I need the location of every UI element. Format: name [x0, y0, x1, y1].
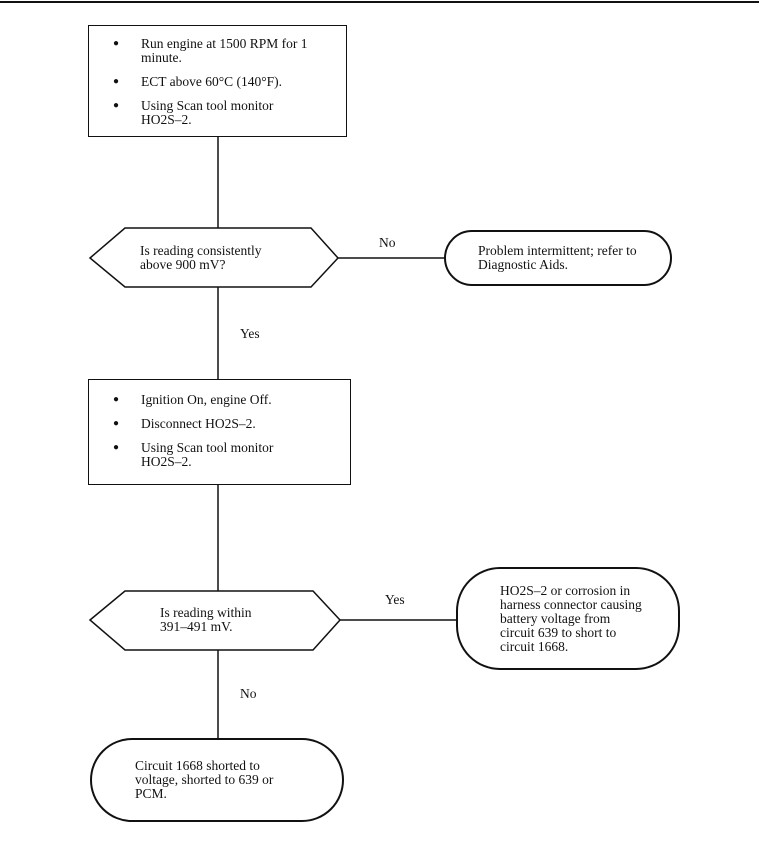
step2-list: Ignition On, engine Off. Disconnect HO2S…: [89, 393, 350, 469]
result-corrosion-terminal: HO2S–2 or corrosion in harness connector…: [456, 567, 680, 670]
step2-item: Ignition On, engine Off.: [89, 393, 350, 408]
step2-item: Disconnect HO2S–2.: [89, 417, 350, 432]
result-intermittent-text: Problem intermittent; refer to Diagnosti…: [478, 243, 637, 272]
result-short-text: Circuit 1668 shorted to voltage, shorted…: [135, 758, 274, 801]
step1-item: Run engine at 1500 RPM for 1 minute.: [89, 37, 346, 65]
step2-box: Ignition On, engine Off. Disconnect HO2S…: [88, 379, 351, 485]
result-intermittent-terminal: Problem intermittent; refer to Diagnosti…: [444, 230, 672, 286]
decision2-no-label: No: [240, 686, 257, 701]
step1-list: Run engine at 1500 RPM for 1 minute. ECT…: [89, 37, 346, 127]
step1-item: Using Scan tool monitor HO2S–2.: [89, 99, 346, 127]
step1-item: ECT above 60°C (140°F).: [89, 75, 346, 90]
step1-box: Run engine at 1500 RPM for 1 minute. ECT…: [88, 25, 347, 137]
step2-item: Using Scan tool monitor HO2S–2.: [89, 441, 350, 469]
result-short-terminal: Circuit 1668 shorted to voltage, shorted…: [90, 738, 344, 822]
decision1-text: Is reading consistently above 900 mV?: [140, 243, 262, 272]
result-corrosion-text: HO2S–2 or corrosion in harness connector…: [500, 582, 642, 654]
decision2-text: Is reading within 391–491 mV.: [160, 605, 252, 634]
decision1-yes-label: Yes: [240, 326, 260, 341]
decision1-diamond: [88, 227, 340, 288]
decision2-diamond: [88, 590, 342, 651]
decision1-no-label: No: [379, 235, 396, 250]
decision2-yes-label: Yes: [385, 592, 405, 607]
